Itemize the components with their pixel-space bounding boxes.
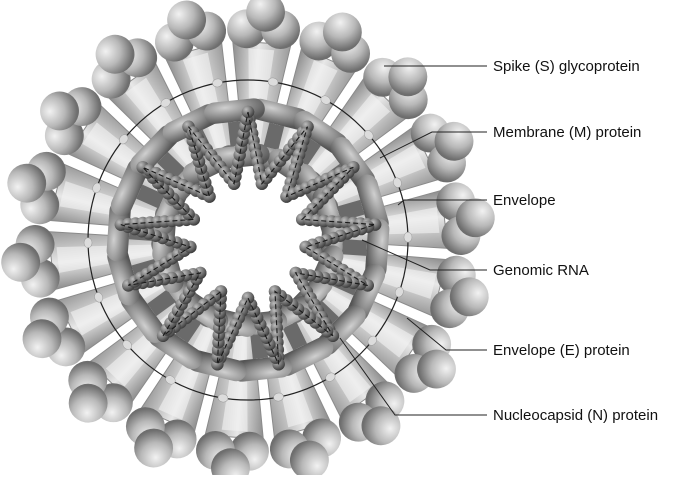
label-spike-glycoprotein: Spike (S) glycoprotein [493,58,640,76]
label-envelope: Envelope [493,192,556,210]
envelope-e-protein [84,238,92,248]
label-nucleocapsid-protein: Nucleocapsid (N) protein [493,407,658,425]
label-genomic-rna: Genomic RNA [493,262,589,280]
spike-glycoprotein-layer [0,0,498,475]
label-membrane-protein: Membrane (M) protein [493,124,641,142]
label-envelope-e-protein: Envelope (E) protein [493,342,630,360]
envelope-e-protein [404,232,412,242]
